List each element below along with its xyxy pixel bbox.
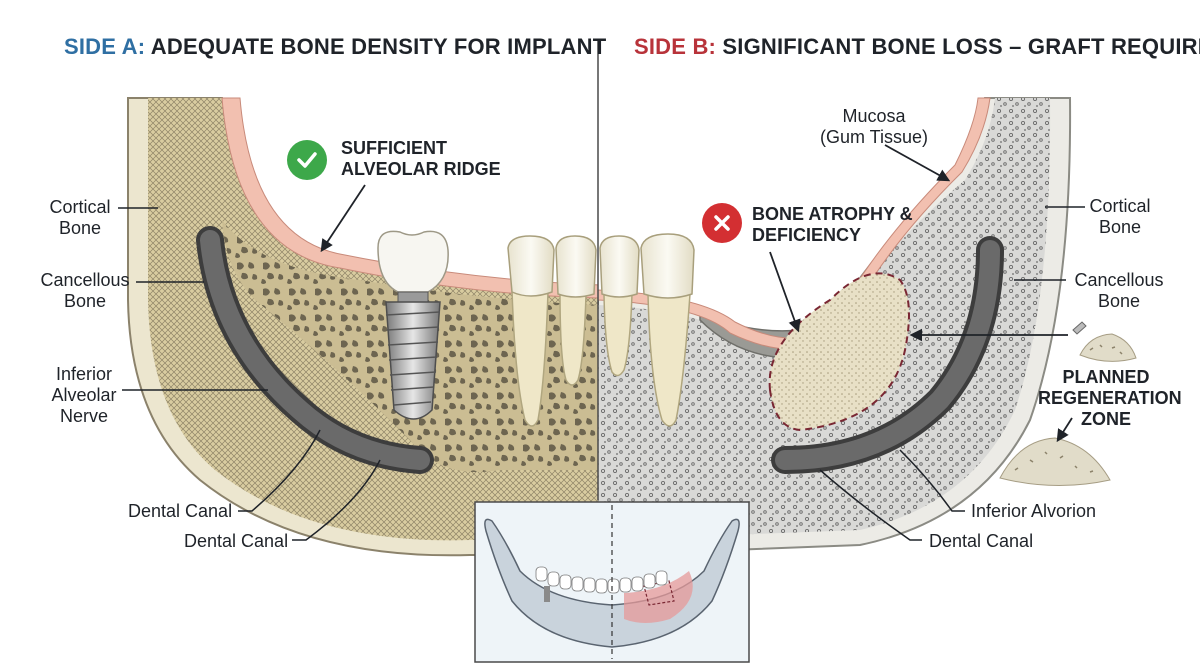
label-dental-canal-a2: Dental Canal <box>184 531 289 551</box>
side-b-prefix: SIDE B: <box>634 34 717 59</box>
label-dental-canal-a1: Dental Canal <box>128 501 233 521</box>
label-cortical-bone-b: Cortical Bone <box>1089 196 1151 237</box>
callout-a-line1: SUFFICIENT <box>341 138 447 158</box>
callout-a-line2: ALVEOLAR RIDGE <box>341 159 501 179</box>
label-inferior-alvorion: Inferior Alvorion <box>971 501 1097 521</box>
check-circle-icon <box>287 140 327 180</box>
graft-material-large <box>999 437 1111 487</box>
planned-regeneration-zone-label: PLANNED REGENERATION ZONE <box>1038 367 1182 429</box>
callout-b-line1: BONE ATROPHY & <box>752 204 913 224</box>
dental-implant <box>377 230 449 420</box>
callout-b-line2: DEFICIENCY <box>752 225 862 245</box>
scalpel-icon <box>1072 321 1087 335</box>
side-a-heading: ADEQUATE BONE DENSITY FOR IMPLANT <box>150 34 607 59</box>
bone-atrophy-callout: BONE ATROPHY & DEFICIENCY <box>752 204 913 246</box>
mandible-overview-inset <box>474 501 750 663</box>
label-inferior-alveolar-nerve: Inferior Alveolar Nerve <box>51 364 117 426</box>
label-mucosa: Mucosa (Gum Tissue) <box>819 106 929 147</box>
x-circle-icon <box>702 203 742 243</box>
label-cancellous-bone-a: Cancellous Bone <box>40 270 130 311</box>
sufficient-ridge-callout: SUFFICIENT ALVEOLAR RIDGE <box>341 138 501 180</box>
side-a-prefix: SIDE A: <box>64 34 146 59</box>
natural-teeth <box>507 233 695 427</box>
side-b-heading: SIGNIFICANT BONE LOSS – GRAFT REQUIRED <box>722 34 1200 59</box>
leader-lines <box>118 206 1085 541</box>
side-b-bone <box>598 97 1072 557</box>
callout-arrows <box>320 144 1073 443</box>
label-cancellous-bone-b: Cancellous Bone <box>1074 270 1164 311</box>
graft-material-small <box>1079 333 1137 362</box>
side-b-title: SIDE B: SIGNIFICANT BONE LOSS – GRAFT RE… <box>634 34 1200 60</box>
side-a-title: SIDE A: ADEQUATE BONE DENSITY FOR IMPLAN… <box>64 34 606 60</box>
label-cortical-bone-a: Cortical Bone <box>49 197 111 238</box>
label-dental-canal-b: Dental Canal <box>929 531 1034 551</box>
